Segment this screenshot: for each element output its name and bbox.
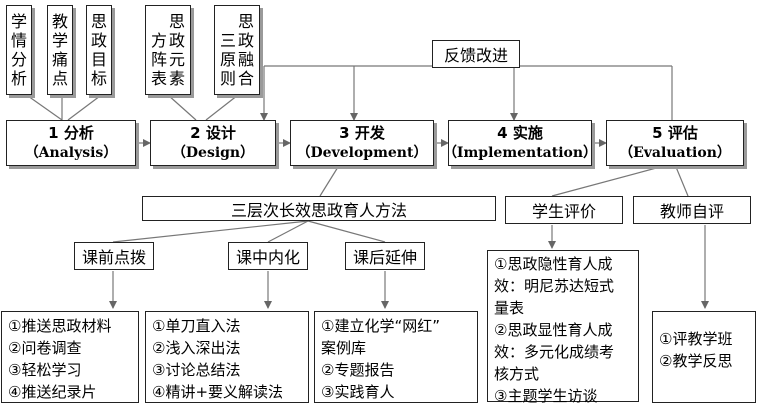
teacher-evaluation-label: 教师自评 — [659, 202, 724, 221]
list-item: ③讨论总结法 — [152, 361, 241, 379]
list-item: ①思政隐性育人成 — [494, 255, 613, 273]
phase-title: 4 实施 — [497, 124, 543, 142]
line-xueqing-analysis — [27, 95, 63, 121]
stage-during-class: 课中内化 — [228, 242, 308, 270]
char: 合 — [238, 69, 255, 88]
char: 政 — [90, 31, 107, 50]
char: 思 — [238, 12, 255, 31]
stage-during-items: ①单刀直入法 ②浅入深出法 ③讨论总结法 ④精讲+要义解读法 — [145, 311, 309, 403]
char: 情 — [10, 31, 27, 50]
list-item: ④精讲+要义解读法 — [152, 383, 284, 401]
phase-title: 5 评估 — [652, 124, 698, 142]
stage-before-items: ①推送思政材料 ②问卷调查 ③轻松学习 ④推送纪录片 — [1, 311, 139, 403]
char: 融 — [238, 50, 255, 69]
method-title-box: 三层次长效思政育人方法 — [142, 196, 496, 221]
stage-before-class: 课前点拨 — [74, 242, 154, 270]
char: 分 — [10, 50, 27, 69]
char: 思 — [169, 12, 186, 31]
char: 教 — [51, 12, 68, 31]
char: 政 — [238, 31, 255, 50]
line-sizheng-analysis — [67, 95, 101, 121]
char: 方 — [150, 31, 167, 50]
phase-title: 1 分析 — [48, 124, 94, 142]
design-input-sizheng-ronghe: 三 原 则 思 政 融 合 — [214, 5, 260, 95]
list-item: ②教学反思 — [659, 352, 733, 370]
analysis-input-sizheng: 思 政 目 标 — [86, 5, 112, 95]
phase-development: 3 开发 （Development） — [290, 120, 434, 166]
analysis-input-xueqing: 学 情 分 析 — [6, 5, 32, 95]
char: 标 — [90, 69, 107, 88]
line-ronghe-design — [205, 94, 239, 121]
list-item: ①建立化学“网红” — [321, 317, 440, 335]
stage-label: 课后延伸 — [352, 248, 417, 267]
teacher-evaluation-box: 教师自评 — [633, 196, 751, 224]
analysis-input-jiaoxue: 教 学 痛 点 — [47, 5, 73, 95]
char: 目 — [90, 50, 107, 69]
char: 元 — [169, 50, 186, 69]
list-item: 核方式 — [494, 365, 540, 383]
teacher-evaluation-items: ①评教学班 ②教学反思 — [652, 311, 756, 403]
phase-english: （Design） — [171, 145, 255, 161]
line-method-during — [267, 220, 309, 243]
design-input-sizheng-yuansu: 方 阵 表 思 政 元 素 — [145, 5, 191, 95]
stage-after-class: 课后延伸 — [345, 242, 425, 270]
student-evaluation-box: 学生评价 — [505, 196, 623, 224]
line-method-after — [307, 220, 386, 243]
stage-label: 课前点拨 — [81, 248, 146, 267]
feedback-label: 反馈改进 — [443, 46, 508, 65]
phase-english: （Evaluation） — [619, 145, 731, 161]
phase-english: （Analysis） — [24, 145, 118, 161]
char: 点 — [51, 69, 68, 88]
list-item: ①单刀直入法 — [152, 317, 241, 335]
list-item: 效：多元化成绩考 — [494, 343, 615, 361]
list-item: ②问卷调查 — [8, 339, 82, 357]
char: 原 — [219, 50, 236, 69]
char: 学 — [10, 12, 27, 31]
phase-english: （Implementation） — [442, 145, 598, 161]
phase-evaluation: 5 评估 （Evaluation） — [606, 120, 744, 166]
list-item: ②浅入深出法 — [152, 339, 241, 357]
line-evaluation-teacher — [675, 166, 689, 197]
list-item: ④推送纪录片 — [8, 383, 97, 401]
list-item: 效：明尼苏达短式 — [494, 277, 615, 295]
phase-design: 2 设计 （Design） — [150, 120, 276, 166]
stage-label: 课中内化 — [235, 248, 300, 267]
char: 三 — [219, 31, 236, 50]
line-evaluation-student — [551, 166, 661, 197]
method-title: 三层次长效思政育人方法 — [230, 200, 407, 220]
line-yuansu-design — [167, 94, 197, 121]
list-item: ②专题报告 — [321, 361, 395, 379]
char: 析 — [10, 69, 27, 88]
char: 素 — [169, 69, 186, 88]
phase-english: （Development） — [296, 145, 428, 161]
line-development-method — [319, 166, 339, 197]
line-method-before — [112, 220, 309, 243]
stage-after-items: ①建立化学“网红” 案例库 ②专题报告 ③实践育人 — [314, 311, 478, 403]
phase-implementation: 4 实施 （Implementation） — [443, 120, 597, 166]
phase-analysis: 1 分析 （Analysis） — [6, 120, 136, 166]
char: 痛 — [51, 50, 68, 69]
list-item: 案例库 — [321, 339, 367, 357]
phase-title: 3 开发 — [339, 124, 385, 142]
char: 阵 — [150, 50, 167, 69]
feedback-box: 反馈改进 — [432, 40, 520, 68]
char: 则 — [219, 69, 236, 88]
student-evaluation-label: 学生评价 — [531, 202, 596, 221]
list-item: ③轻松学习 — [8, 361, 82, 379]
list-item: ①推送思政材料 — [8, 317, 112, 335]
list-item: 量表 — [494, 299, 525, 317]
list-item: ②思政显性育人成 — [494, 321, 613, 339]
phase-title: 2 设计 — [190, 124, 236, 142]
char: 表 — [150, 69, 167, 88]
list-item: ③主题学生访谈 — [494, 387, 598, 405]
student-evaluation-items: ①思政隐性育人成 效：明尼苏达短式 量表 ②思政显性育人成 效：多元化成绩考 核… — [487, 250, 639, 405]
list-item: ③实践育人 — [321, 383, 395, 401]
char: 政 — [169, 31, 186, 50]
char: 学 — [51, 31, 68, 50]
char: 思 — [90, 12, 107, 31]
list-item: ①评教学班 — [659, 330, 733, 348]
